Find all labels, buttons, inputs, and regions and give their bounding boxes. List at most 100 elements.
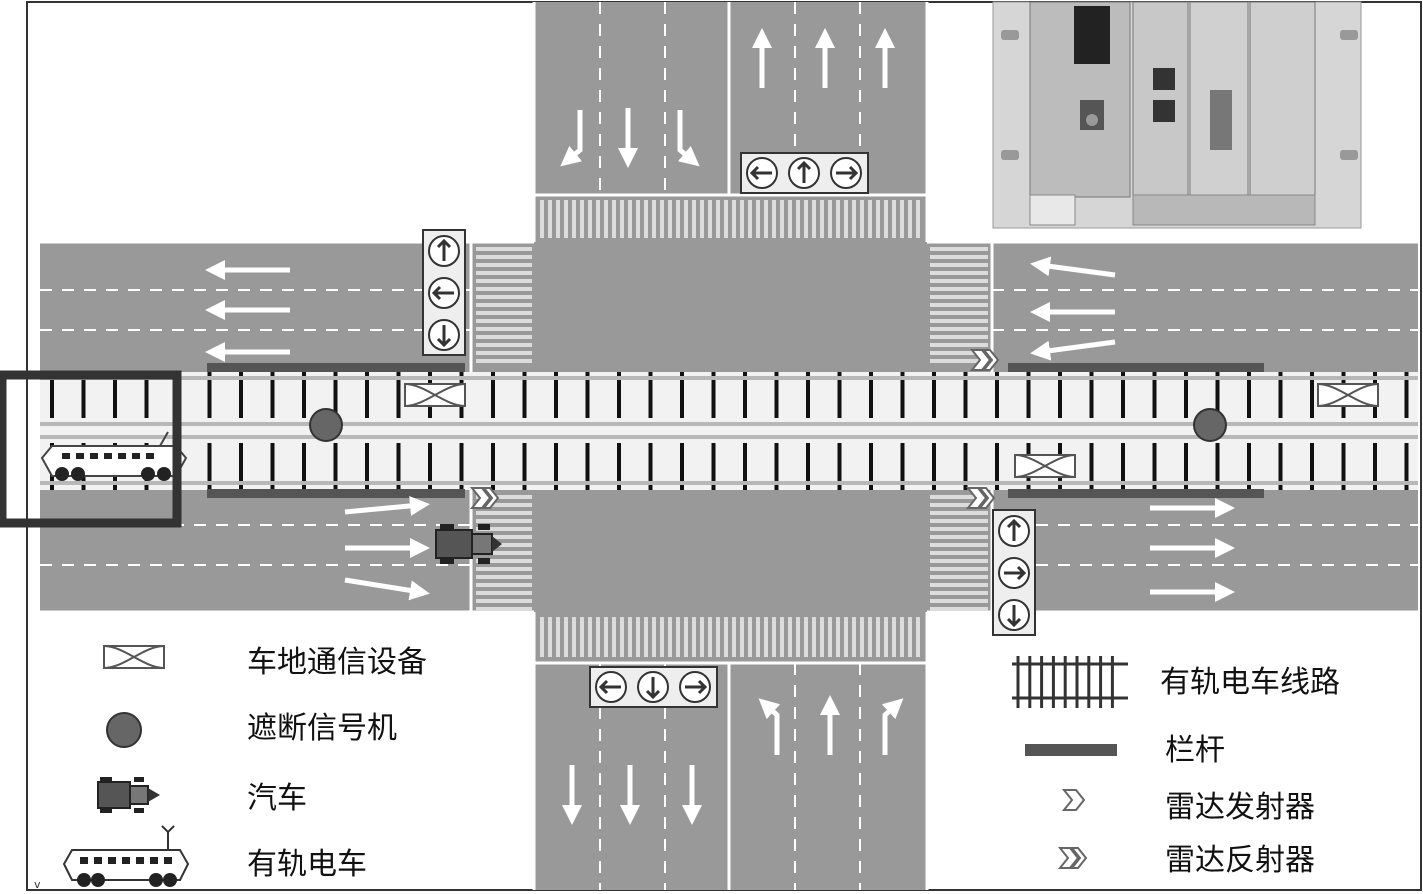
comm-device-mid-right	[1015, 455, 1075, 477]
crosswalk-stripe	[476, 575, 532, 579]
crosswalk-stripe	[764, 617, 768, 657]
legend-label-tram-track: 有轨电车线路	[1160, 665, 1340, 700]
crosswalk-stripe	[780, 200, 784, 238]
crosswalk-stripe	[884, 200, 888, 238]
blocking-signal-icon	[107, 713, 141, 747]
comm-device-far-right	[1318, 384, 1378, 406]
crosswalk-stripe	[476, 359, 532, 363]
crosswalk-stripe	[930, 287, 988, 291]
crosswalk-stripe	[708, 617, 712, 657]
crosswalk-stripe	[476, 295, 532, 299]
crosswalk-stripe	[580, 200, 584, 238]
crosswalk-stripe	[930, 543, 988, 547]
crosswalk-stripe	[892, 617, 896, 657]
crosswalk-stripe	[644, 617, 648, 657]
crosswalk-stripe	[636, 617, 640, 657]
crosswalk-stripe	[564, 200, 568, 238]
crosswalk-stripe	[844, 200, 848, 238]
traffic-signal-east	[993, 510, 1035, 635]
crosswalk-stripe	[930, 343, 988, 347]
legend-label-comm-device: 车地通信设备	[247, 645, 427, 680]
crosswalk-stripe	[804, 617, 808, 657]
crosswalk-stripe	[684, 200, 688, 238]
crosswalk-stripe	[930, 527, 988, 531]
crosswalk-stripe	[556, 617, 560, 657]
crosswalk-stripe	[930, 271, 988, 275]
crosswalk-stripe	[628, 617, 632, 657]
crosswalk-stripe	[930, 583, 988, 587]
crosswalk-stripe	[700, 200, 704, 238]
crosswalk-stripe	[476, 335, 532, 339]
crosswalk-stripe	[540, 617, 544, 657]
crosswalk-stripe	[716, 200, 720, 238]
crosswalk-stripe	[476, 271, 532, 275]
crosswalk-stripe	[812, 617, 816, 657]
crosswalk-stripe	[620, 617, 624, 657]
crosswalk-stripe	[930, 519, 988, 523]
crosswalk-stripe	[476, 351, 532, 355]
comm-device-left	[405, 384, 465, 406]
blocking-signal-right	[1194, 409, 1226, 441]
crosswalk-stripe	[612, 200, 616, 238]
crosswalk-stripe	[588, 617, 592, 657]
comm-device-icon	[104, 646, 164, 668]
crosswalk-stripe	[788, 200, 792, 238]
crosswalk-stripe	[476, 303, 532, 307]
crosswalk-stripe	[596, 200, 600, 238]
crosswalk-stripe	[476, 287, 532, 291]
crosswalk-stripe	[812, 200, 816, 238]
crosswalk-stripe	[748, 200, 752, 238]
corner-mark: v	[34, 878, 41, 891]
crosswalk-stripe	[724, 617, 728, 657]
crosswalk-stripe	[820, 617, 824, 657]
barrier-bottom-left	[207, 489, 465, 498]
crosswalk-stripe	[876, 617, 880, 657]
crosswalk-stripe	[788, 617, 792, 657]
crosswalk-stripe	[930, 335, 988, 339]
crosswalk-stripe	[836, 200, 840, 238]
crosswalk-stripe	[476, 607, 532, 611]
crosswalk-stripe	[868, 200, 872, 238]
crosswalk-stripe	[828, 200, 832, 238]
crosswalk-stripe	[828, 617, 832, 657]
crosswalk-stripe	[820, 200, 824, 238]
crosswalk-stripe	[644, 200, 648, 238]
crosswalk-stripe	[604, 617, 608, 657]
crosswalk-stripe	[716, 617, 720, 657]
legend-label-blocking-signal: 遮断信号机	[247, 711, 397, 746]
barrier-top-right	[1008, 363, 1264, 372]
crosswalk-stripe	[556, 200, 560, 238]
legend-label-radar-transmitter: 雷达发射器	[1165, 790, 1315, 825]
traffic-signal-north	[741, 153, 868, 193]
crosswalk-stripe	[476, 519, 532, 523]
crosswalk-stripe	[668, 617, 672, 657]
crosswalk-stripe	[620, 200, 624, 238]
crosswalk-stripe	[476, 343, 532, 347]
crosswalk-stripe	[748, 617, 752, 657]
crosswalk-stripe	[916, 617, 920, 657]
crosswalk-stripe	[772, 200, 776, 238]
crosswalk-stripe	[732, 200, 736, 238]
crosswalk-stripe	[930, 591, 988, 595]
crosswalk-stripe	[628, 200, 632, 238]
crosswalk-stripe	[844, 617, 848, 657]
crosswalk-stripe	[476, 319, 532, 323]
crosswalk-stripe	[930, 511, 988, 515]
crosswalk-stripe	[708, 200, 712, 238]
crosswalk-stripe	[930, 303, 988, 307]
crosswalk-stripe	[588, 200, 592, 238]
equipment-photo	[993, 2, 1361, 228]
crosswalk-stripe	[740, 200, 744, 238]
crosswalk-stripe	[564, 617, 568, 657]
crosswalk-stripe	[476, 255, 532, 259]
legend-label-radar-reflector: 雷达反射器	[1165, 843, 1315, 878]
crosswalk-stripe	[548, 617, 552, 657]
crosswalk-stripe	[476, 247, 532, 251]
crosswalk-stripe	[612, 617, 616, 657]
barrier-bottom-right	[1008, 489, 1264, 498]
crosswalk-stripe	[892, 200, 896, 238]
crosswalk-stripe	[836, 617, 840, 657]
crosswalk-stripe	[684, 617, 688, 657]
crosswalk-stripe	[852, 617, 856, 657]
